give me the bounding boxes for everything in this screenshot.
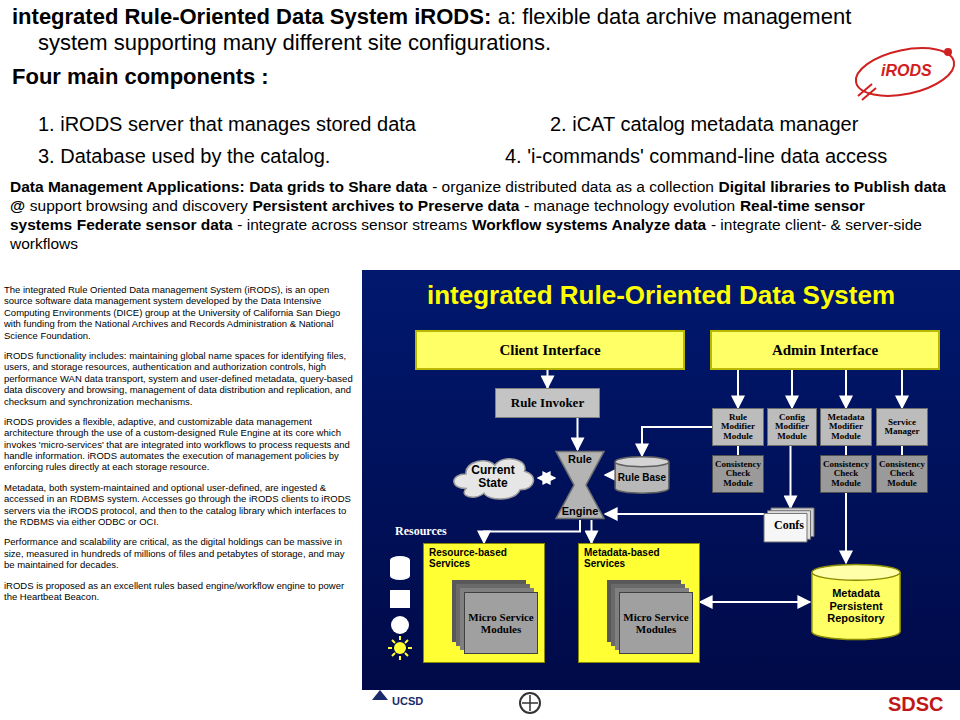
config-stack: Confs [764, 508, 814, 542]
node-text: Metadata Persistent Repository [814, 587, 898, 625]
node-text: Rule [568, 453, 592, 465]
node-text: Service Manager [879, 418, 925, 437]
description-paragraph: iRODS is proposed as an excellent rules … [4, 580, 354, 603]
application-name: Data Management Applications: [10, 178, 245, 195]
node-text: Micro Service Modules [623, 611, 689, 635]
services-box: Resource-based ServicesMicro Service Mod… [423, 543, 545, 663]
connector [547, 370, 549, 388]
connector [845, 446, 847, 455]
connector [901, 370, 903, 408]
irods-logo [852, 40, 959, 104]
connector [577, 418, 579, 450]
connector [845, 493, 847, 563]
check-box: Consistency Check Module [712, 455, 764, 493]
database-cylinder: Rule Base [614, 456, 670, 494]
engine-hourglass: RuleEngine [555, 450, 605, 520]
connector [700, 601, 810, 603]
title-text: integrated Rule-Oriented Data System iRO… [12, 4, 491, 29]
component-item: 2. iCAT catalog metadata manager [550, 113, 858, 136]
node-text: Engine [562, 505, 599, 517]
interface-box: Client Interface [415, 330, 685, 370]
connector [538, 477, 555, 479]
application-name: Persistent archives to Preserve data [252, 197, 519, 214]
node-text: Rule Base [618, 472, 666, 483]
component-item: 3. Database used by the catalog. [38, 145, 330, 168]
node-text: Client Interface [499, 342, 600, 359]
description-paragraph: The integrated Rule Oriented Data manage… [4, 284, 354, 341]
node-text: Metadata Modifier Module [823, 413, 869, 441]
module-box: Rule Modifier Module [712, 408, 764, 446]
connector [790, 446, 792, 508]
module-box: Service Manager [876, 408, 928, 446]
module-box: Metadata Modifier Module [820, 408, 872, 446]
logo-text: UCSD [392, 695, 423, 707]
node-text: Consistency Check Module [879, 460, 925, 488]
node-text: Micro Service Modules [468, 611, 534, 635]
component-item: 4. 'i-commands' command-line data access [505, 145, 887, 168]
node-text: Resource-based Services [429, 547, 539, 569]
description-paragraph: Performance and scalability are critical… [4, 536, 354, 570]
diagram-panel: integrated Rule-Oriented Data SystemClie… [362, 270, 960, 690]
application-note: - manage technology evolution [524, 197, 735, 214]
services-box: Metadata-based ServicesMicro Service Mod… [578, 543, 700, 663]
node-text: Confs [774, 518, 804, 533]
node-text: Config Modifier Module [770, 413, 814, 441]
description-paragraph: iRODS provides a flexible, adaptive, and… [4, 416, 354, 473]
connector [845, 370, 847, 408]
node-text: Rule Invoker [511, 395, 584, 411]
node-text: Current State [460, 464, 526, 490]
connector [737, 446, 739, 455]
connector [605, 513, 764, 515]
connector [791, 370, 793, 408]
node-text: Admin Interface [772, 342, 878, 359]
node-text: Rule Modifier Module [715, 413, 761, 441]
connector [605, 474, 614, 476]
application-name: Federate sensor data [77, 216, 233, 233]
area-label: Resources [395, 524, 447, 539]
micro-service-stack: Micro Service Modules [619, 592, 693, 654]
check-box: Consistency Check Module [820, 455, 872, 493]
connector [901, 446, 903, 455]
application-name: Workflow systems Analyze data [472, 216, 706, 233]
repository-cylinder: Metadata Persistent Repository [810, 563, 902, 641]
slide-heading: integrated Rule-Oriented Data System iRO… [12, 4, 878, 56]
module-box: Config Modifier Module [767, 408, 817, 446]
node-text: integrated Rule-Oriented Data System [427, 280, 895, 311]
connector [484, 520, 580, 543]
application-name: Data grids to Share data [249, 178, 427, 195]
application-note: - organize distributed data as a collect… [432, 178, 714, 195]
connector [642, 427, 712, 456]
interface-box: Admin Interface [710, 330, 940, 370]
component-item: 1. iRODS server that manages stored data [38, 113, 416, 136]
node-text: Consistency Check Module [715, 460, 761, 488]
description-paragraph: iRODS functionality includes: maintainin… [4, 350, 354, 407]
micro-service-stack: Micro Service Modules [464, 592, 538, 654]
node-text: Consistency Check Module [823, 460, 869, 488]
node-text: Metadata-based Services [584, 547, 694, 569]
check-box: Consistency Check Module [876, 455, 928, 493]
middle-logo [520, 693, 540, 713]
description-column: The integrated Rule Oriented Data manage… [4, 284, 354, 611]
description-paragraph: Metadata, both system-maintained and opt… [4, 482, 354, 528]
connector [591, 520, 593, 543]
application-note: support browsing and discovery [30, 197, 248, 214]
application-note: - integrate across sensor streams [237, 216, 467, 233]
state-cloud: Current State [448, 448, 538, 506]
section-heading: Four main components : [12, 64, 269, 90]
connector [737, 370, 739, 408]
applications-paragraph: Data Management Applications:Data grids … [10, 178, 952, 254]
logo-text: SDSC [888, 693, 944, 716]
logo-text: iRODS [881, 62, 932, 80]
process-box: Rule Invoker [495, 388, 600, 418]
ucsd-logo [372, 690, 388, 700]
